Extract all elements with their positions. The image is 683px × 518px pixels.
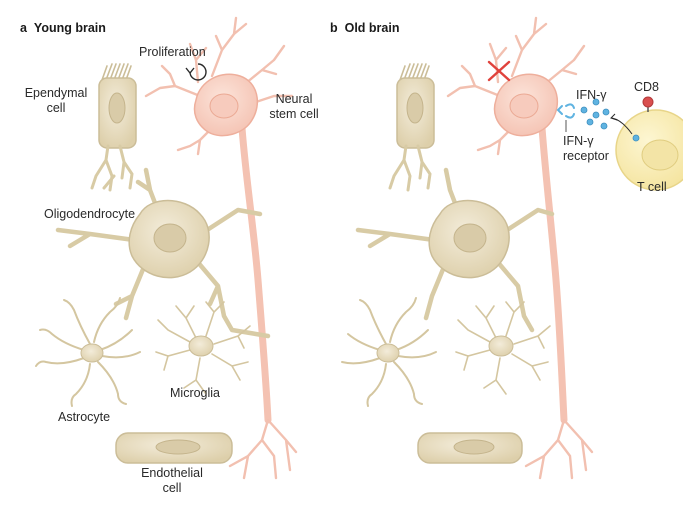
label-ependymal-line1: Ependymal — [24, 86, 88, 100]
oligodendrocyte-a — [55, 167, 271, 339]
label-proliferation: Proliferation — [139, 45, 206, 59]
oligodendrocyte-b — [355, 167, 555, 333]
panel-b-title-text: Old brain — [344, 21, 400, 35]
ependymal-cell-b — [388, 63, 435, 192]
label-cd8: CD8 — [634, 80, 660, 94]
astrocyte-a — [35, 297, 141, 407]
label-ifn-gamma: IFN-γ — [576, 88, 607, 102]
circular-arrow-icon — [189, 63, 207, 81]
label-neural-stem-cell: Neural stem cell — [262, 92, 326, 122]
panel-a-title: a Young brain — [20, 21, 106, 35]
panel-b-title: b Old brain — [330, 21, 399, 35]
label-oligodendrocyte: Oligodendrocyte — [44, 207, 136, 221]
label-endothelial-line1: Endothelial — [141, 466, 203, 480]
panel-b — [341, 16, 683, 480]
cd8-marker — [642, 96, 654, 108]
panel-b-letter: b — [330, 21, 338, 35]
panel-a-title-text: Young brain — [33, 21, 106, 35]
label-neural-line2: stem cell — [269, 107, 319, 121]
endothelial-cell-a — [115, 432, 233, 464]
ependymal-cell-a — [90, 63, 137, 192]
t-cell — [615, 96, 683, 191]
microglia-b — [455, 301, 551, 395]
endothelial-cell-b — [417, 432, 523, 464]
label-receptor-line2: receptor — [563, 149, 609, 163]
label-ependymal-cell: Ependymal cell — [20, 86, 92, 116]
label-endothelial-cell: Endothelial cell — [134, 466, 210, 496]
red-cross-icon — [487, 60, 511, 82]
label-endothelial-line2: cell — [162, 481, 182, 495]
neural-stem-cell-b — [446, 16, 594, 480]
label-ifn-gamma-receptor: IFN-γ receptor — [563, 134, 609, 164]
astrocyte-b — [341, 297, 437, 407]
ifn-gamma-molecules — [580, 98, 640, 142]
microglia-a — [155, 301, 251, 395]
label-neural-line1: Neural — [275, 92, 313, 106]
label-receptor-line1: IFN-γ — [563, 134, 594, 148]
label-astrocyte: Astrocyte — [58, 410, 111, 424]
neural-stem-cell-a — [144, 16, 298, 480]
panel-a — [35, 16, 298, 480]
ifn-gamma-receptor-icon — [556, 103, 575, 119]
label-microglia: Microglia — [170, 386, 221, 400]
label-t-cell: T cell — [637, 180, 667, 194]
label-ependymal-line2: cell — [46, 101, 66, 115]
panel-a-letter: a — [20, 21, 27, 35]
